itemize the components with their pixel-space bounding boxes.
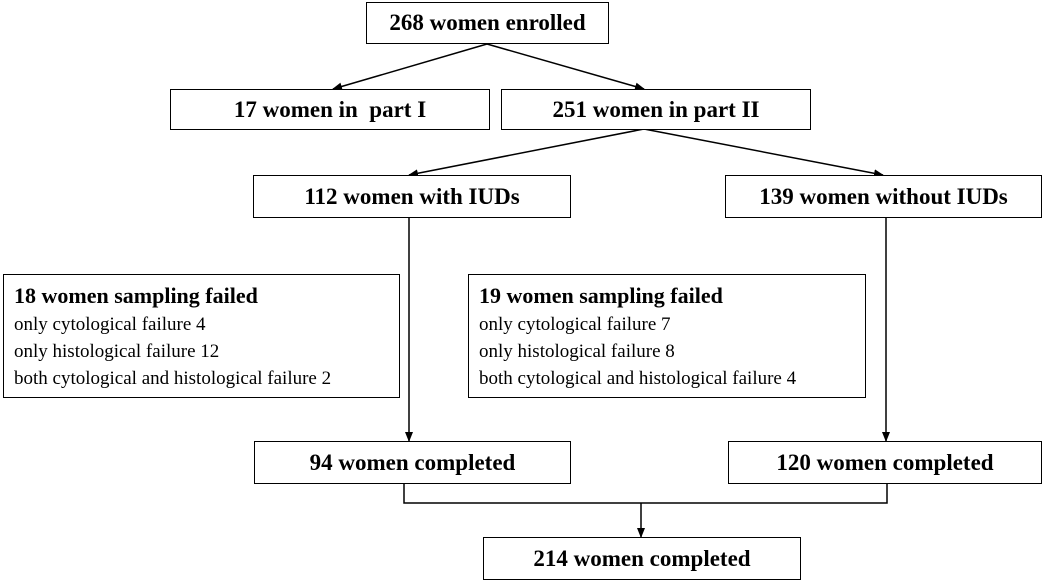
sampling-failed-title: 19 women sampling failed xyxy=(479,283,723,308)
arrow-enrolled-to-part2 xyxy=(486,43,645,91)
failure-line: both cytological and histological failur… xyxy=(479,368,797,389)
completed-without-iud-box: 120 women completed xyxy=(728,441,1042,484)
completed-with-iud-box: 94 women completed xyxy=(254,441,571,484)
sampling-failed-without-iud-box: 19 women sampling failed only cytologica… xyxy=(468,274,866,398)
completed-total-box: 214 women completed xyxy=(483,537,801,580)
failure-line: only histological failure 12 xyxy=(14,341,220,362)
failure-line: both cytological and histological failur… xyxy=(14,368,332,389)
arrow-part2-to-without-iud xyxy=(643,128,884,178)
part2-box: 251 women in part II xyxy=(501,89,811,130)
without-iud-box: 139 women without IUDs xyxy=(725,175,1042,218)
bracket-completed-merge xyxy=(403,484,888,504)
with-iud-box: 112 women with IUDs xyxy=(253,175,571,218)
failure-line: only histological failure 8 xyxy=(479,341,675,362)
part1-box: 17 women in part I xyxy=(170,89,490,130)
failure-line: only cytological failure 7 xyxy=(479,314,671,335)
failure-line: only cytological failure 4 xyxy=(14,314,206,335)
arrow-enrolled-to-part1 xyxy=(332,43,488,91)
sampling-failed-with-iud-box: 18 women sampling failed only cytologica… xyxy=(3,274,400,398)
sampling-failed-title: 18 women sampling failed xyxy=(14,283,258,308)
arrow-part2-to-with-iud xyxy=(408,128,645,178)
enrolled-box: 268 women enrolled xyxy=(366,2,609,44)
